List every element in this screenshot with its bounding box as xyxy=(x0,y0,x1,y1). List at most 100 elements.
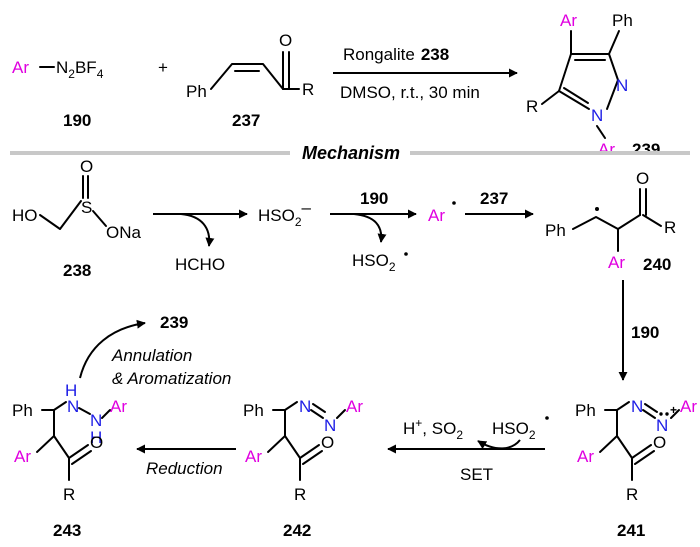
compound-number: 240 xyxy=(643,255,671,274)
radical-dot xyxy=(404,252,408,256)
c-ar-bond xyxy=(599,435,618,453)
phenyl-label: Ph xyxy=(575,401,596,420)
r-label: R xyxy=(302,80,314,99)
aryl-label: Ar xyxy=(12,58,29,77)
radical-dot xyxy=(452,201,456,205)
compound-number: 241 xyxy=(617,521,645,540)
aromatization-label: & Aromatization xyxy=(112,369,231,388)
ring-bonds xyxy=(558,53,619,92)
chain-bonds xyxy=(572,214,641,230)
aryl-label: Ar xyxy=(560,11,577,30)
phenyl-label: Ph xyxy=(186,82,207,101)
carbonyl-bond xyxy=(631,444,652,459)
reagent-190: Ar N2BF4 190 xyxy=(12,58,104,130)
n-n-double-bond xyxy=(644,403,658,413)
n-beta-label: N xyxy=(324,416,336,435)
reagent-name: Rongalite xyxy=(343,45,415,64)
ho-label: HO xyxy=(12,206,38,225)
curved-arrow xyxy=(353,213,387,243)
carbonyl-bond xyxy=(299,444,320,459)
ch2-bonds xyxy=(39,200,82,230)
compound-number: 243 xyxy=(53,521,81,540)
n-n-double-bond xyxy=(312,403,326,413)
curved-arrow xyxy=(180,213,215,247)
product-number: 239 xyxy=(160,313,188,332)
carbonyl-r-bond xyxy=(642,214,662,227)
ph-c-bond xyxy=(272,401,298,411)
aryl-label: Ar xyxy=(680,397,697,416)
compound-number: 238 xyxy=(63,261,91,280)
plus-sign: + xyxy=(158,58,168,77)
r-label: R xyxy=(294,485,306,504)
step3-arrow: 237 xyxy=(465,189,534,219)
aryl-label: Ar xyxy=(598,140,615,159)
step5-arrow: H+, SO2 HSO2 SET xyxy=(387,416,549,484)
step7-arrow: 239 Annulation & Aromatization xyxy=(79,313,231,388)
r-label: R xyxy=(526,97,538,116)
radical-dot xyxy=(659,412,663,416)
ring-n-n-bond xyxy=(606,79,619,110)
so2-label: SO xyxy=(432,419,457,438)
enone-chain xyxy=(210,63,284,90)
intermediate-243: Ph H N N H Ar Ar O R 243 xyxy=(12,381,127,540)
s-o-bond xyxy=(92,210,107,227)
radical-dot xyxy=(595,207,599,211)
ph-c-bond xyxy=(604,401,630,411)
aryl-label: Ar xyxy=(110,397,127,416)
n2-label: N xyxy=(616,76,628,95)
oxygen-label: O xyxy=(321,433,334,452)
compound-number: 190 xyxy=(63,111,91,130)
step2-arrow: 190 HSO2 xyxy=(330,189,417,274)
compound-number: 237 xyxy=(232,111,260,130)
step6-arrow: Reduction xyxy=(136,444,236,478)
svg-text:HSO2: HSO2 xyxy=(352,251,396,274)
phenyl-label: Ph xyxy=(243,401,264,420)
carbonyl-double-bond xyxy=(634,450,655,465)
cation-charge: + xyxy=(670,403,677,417)
aryl-label: Ar xyxy=(577,447,594,466)
ona-label: ONa xyxy=(106,223,142,242)
reagent-number: 190 xyxy=(360,189,388,208)
hso2-radical: HSO xyxy=(352,251,389,270)
mechanism-heading: Mechanism xyxy=(302,143,400,163)
sulfur-label: S xyxy=(81,198,92,217)
c-co-bond xyxy=(284,435,301,459)
c-co-bond xyxy=(53,435,70,459)
reagent-number: 190 xyxy=(631,323,659,342)
set-label: SET xyxy=(460,465,493,484)
oxygen-label: O xyxy=(80,157,93,176)
r-label: R xyxy=(626,485,638,504)
ring-cn-double-bond xyxy=(563,87,589,104)
curved-arrow xyxy=(79,319,146,379)
proton-label: H xyxy=(403,419,415,438)
n-n-bond xyxy=(310,409,324,419)
n-n-bond xyxy=(642,409,656,419)
ring-c-n-bond xyxy=(558,90,590,110)
intermediate-242: Ph N N Ar Ar O R 242 xyxy=(243,397,363,540)
phenyl-label: Ph xyxy=(545,221,566,240)
reagent-number: 237 xyxy=(480,189,508,208)
n-ar-bond xyxy=(101,409,111,419)
hso2-radical: HSO xyxy=(492,419,529,438)
aryl-label: Ar xyxy=(245,447,262,466)
oxygen-label: O xyxy=(279,31,292,50)
svg-text:H+, SO2: H+, SO2 xyxy=(403,416,463,442)
aryl-label: Ar xyxy=(608,253,625,272)
reduction-label: Reduction xyxy=(146,459,223,478)
hcho-label: HCHO xyxy=(175,255,225,274)
oxygen-label: O xyxy=(90,433,103,452)
n-n-bond xyxy=(78,407,91,415)
n-ar-bond xyxy=(670,409,680,419)
aryl-label: Ar xyxy=(346,397,363,416)
carbonyl-double-bond xyxy=(71,450,92,465)
compound-number: 239 xyxy=(632,140,660,159)
step1-arrow: HCHO xyxy=(153,209,248,274)
conditions-label: DMSO, r.t., 30 min xyxy=(340,83,480,102)
n-ar-bond xyxy=(336,409,346,419)
curved-arrow xyxy=(477,439,521,450)
nh-h-label: H xyxy=(65,381,77,400)
intermediate-240: Ph O R Ar 240 xyxy=(545,169,676,274)
n-alpha-label: N xyxy=(67,397,79,416)
